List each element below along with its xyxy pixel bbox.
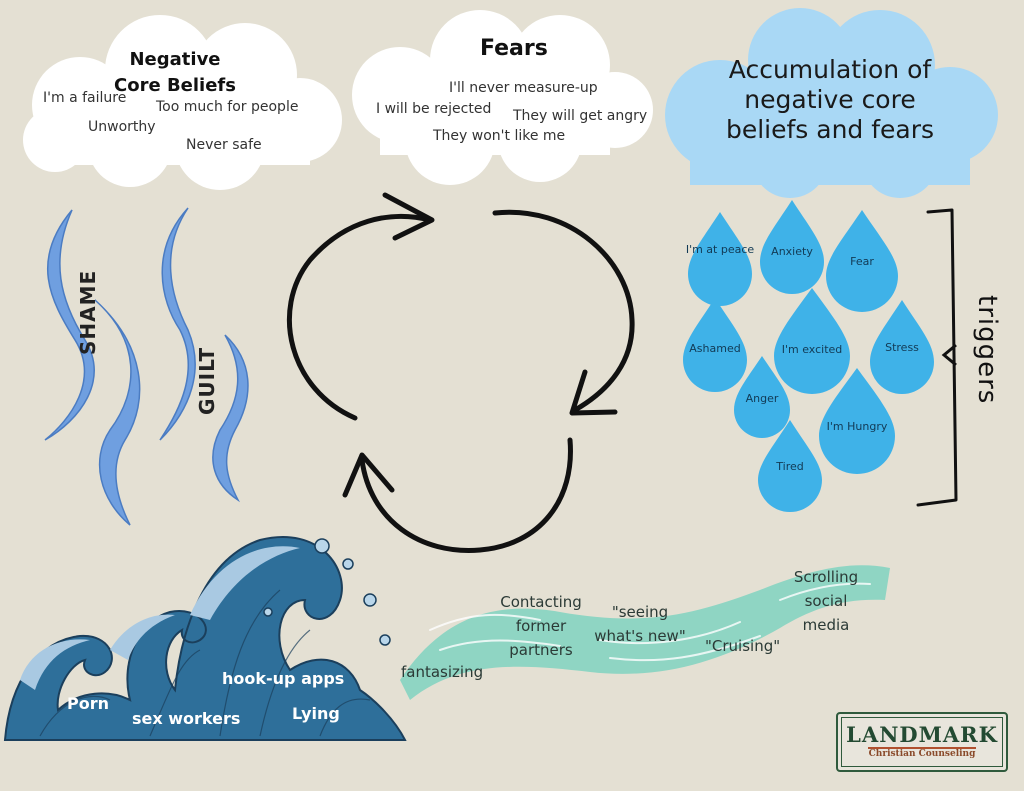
- behavior-stream: [400, 565, 890, 700]
- stream-item: fantasizing: [401, 663, 484, 681]
- drop-label: I'm at peace: [685, 243, 755, 256]
- bracket-point: [941, 343, 957, 367]
- drop-label: Stress: [885, 341, 919, 354]
- rain-drops: [683, 200, 934, 512]
- wave-item: Porn: [67, 694, 109, 713]
- drop-label: I'm excited: [781, 343, 843, 356]
- wave-item: Lying: [292, 704, 340, 723]
- logo-name: LANDMARK: [846, 722, 998, 747]
- stream-streaks: [429, 582, 871, 662]
- stream-item: "Cruising": [705, 637, 781, 655]
- wave-item: hook-up apps: [222, 669, 345, 688]
- accumulation-cloud-title: Accumulation of negative core beliefs an…: [725, 55, 935, 144]
- beliefs-cloud: [23, 15, 342, 190]
- stream-item: Contacting former partners: [500, 593, 582, 659]
- drop-label: Tired: [776, 460, 804, 473]
- beliefs-cloud-title: Negative Core Beliefs: [114, 49, 236, 96]
- belief-item: I'm a failure: [43, 90, 127, 106]
- fears-cloud-title: Fears: [480, 36, 548, 61]
- landmark-logo: LANDMARK Christian Counseling: [836, 712, 1008, 772]
- wave-illustration: [3, 536, 407, 741]
- stream-item: Scrolling social media: [793, 568, 859, 634]
- fear-item: They won't like me: [433, 128, 566, 144]
- shame-ribbon: [44, 209, 141, 526]
- cycle-arrows: [286, 192, 635, 553]
- fear-item: They will get angry: [513, 108, 648, 124]
- shame-label: SHAME: [76, 269, 100, 355]
- belief-item: Never safe: [186, 137, 262, 153]
- drop-label: Anger: [745, 392, 779, 405]
- logo-underline: [868, 747, 976, 749]
- drop-label: Anxiety: [771, 245, 813, 258]
- drop-label: Ashamed: [689, 342, 741, 355]
- guilt-ribbon: [159, 207, 249, 503]
- wave-item: sex workers: [132, 709, 241, 728]
- fear-item: I will be rejected: [376, 101, 492, 117]
- accumulation-cloud: [665, 8, 998, 198]
- fears-cloud: [352, 10, 653, 185]
- drop-label: Fear: [850, 255, 874, 268]
- belief-item: Unworthy: [88, 119, 156, 135]
- drop-label: I'm Hungry: [826, 420, 888, 433]
- logo-subtitle: Christian Counseling: [868, 749, 976, 759]
- belief-item: Too much for people: [156, 99, 299, 115]
- triggers-label: triggers: [972, 295, 1002, 405]
- stream-item: "seeing what's new": [594, 603, 686, 645]
- fear-item: I'll never measure-up: [449, 80, 598, 96]
- guilt-label: GUILT: [195, 346, 219, 415]
- triggers-bracket: [916, 208, 958, 507]
